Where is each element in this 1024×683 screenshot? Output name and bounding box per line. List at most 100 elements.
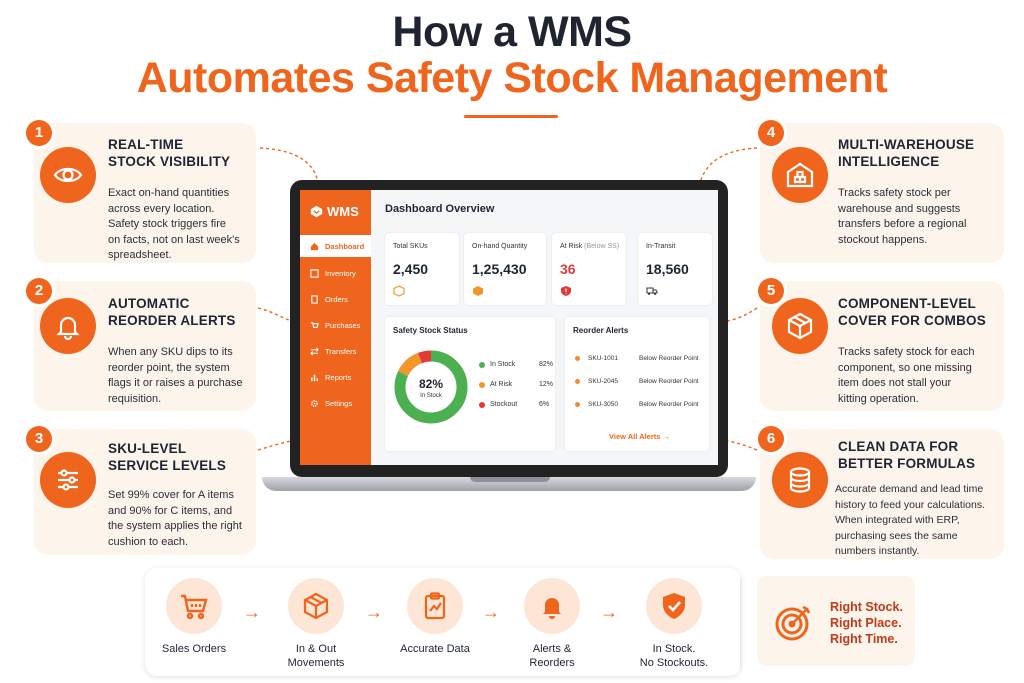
flow-step-label: Movements (287, 657, 345, 669)
flow-step-label: Sales Orders (161, 643, 227, 655)
stat-value: 18,560 (646, 261, 689, 277)
title-underline (464, 115, 558, 118)
cube-icon (473, 286, 483, 296)
flow-arrow: → (600, 602, 618, 622)
donut-center-value: 82% (418, 377, 444, 391)
feature-number-1: 1 (26, 120, 52, 146)
nav-label: Dashboard (325, 241, 365, 251)
nav-label: Transfers (325, 346, 357, 356)
home-icon (310, 242, 319, 250)
stat-in-transit: In-Transit 18,560 (637, 232, 713, 306)
reports-icon (311, 374, 318, 381)
feature-number-3: 3 (26, 426, 52, 452)
result-text: Right Stock.Right Place.Right Time. (830, 600, 903, 646)
nav-inventory[interactable]: Inventory (300, 262, 371, 284)
nav-orders[interactable]: Orders (300, 288, 371, 310)
transfer-icon (310, 347, 319, 355)
flow-arrow: → (243, 602, 261, 622)
box-icon (393, 285, 405, 297)
sliders-icon (40, 452, 96, 508)
donut-segment-stockout (394, 350, 468, 424)
stat-label: On-hand Quantity (472, 243, 528, 250)
truck-icon (646, 287, 658, 295)
reorder-alerts-title: Reorder Alerts (573, 326, 629, 335)
safety-stock-donut (394, 350, 468, 424)
dashboard-title: Dashboard Overview (385, 203, 495, 215)
safety-stock-title: Safety Stock Status (393, 326, 468, 335)
target-icon (775, 605, 811, 641)
alert-shield-icon (561, 286, 571, 296)
donut-center-label: In Stock (420, 393, 442, 399)
bell-icon (40, 298, 96, 354)
cart-icon (310, 321, 319, 328)
nav-settings[interactable]: Settings (300, 392, 371, 414)
flow-step-label: In & Out (295, 643, 337, 655)
nav-label: Settings (325, 398, 353, 408)
stat-label: In-Transit (646, 243, 676, 250)
flow-step-sales-orders: Sales Orders (144, 578, 244, 656)
stat-on-hand: On-hand Quantity 1,25,430 (463, 232, 547, 306)
feature-number-6: 6 (758, 426, 784, 452)
bell-icon (524, 578, 580, 634)
nav-label: Orders (325, 294, 348, 304)
flow-step-label: Alerts & (532, 643, 572, 655)
wms-brand-text: WMS (327, 204, 359, 219)
cart-icon (166, 578, 222, 634)
gear-icon (311, 399, 318, 407)
box-icon (772, 298, 828, 354)
nav-label: Reports (325, 372, 352, 382)
nav-purchases[interactable]: Purchases (300, 314, 371, 336)
nav-label: Inventory (325, 268, 356, 278)
laptop-notch (470, 477, 550, 482)
nav-reports[interactable]: Reports (300, 366, 371, 388)
flow-step-alerts-reorders: Alerts & Reorders (502, 578, 602, 670)
wms-logo: WMS (310, 204, 359, 219)
flow-step-label: Reorders (529, 657, 575, 669)
title-line-2: Automates Safety Stock Management (136, 54, 888, 102)
nav-label: Purchases (325, 320, 361, 330)
view-all-alerts-link[interactable]: View All Alerts → (609, 432, 670, 441)
stat-total-skus: Total SKUs 2,450 (384, 232, 460, 306)
stat-at-risk: At Risk (Below SS) 36 (551, 232, 627, 306)
flow-step-label: In Stock. (652, 643, 696, 655)
inventory-icon (310, 268, 319, 278)
stat-value: 1,25,430 (472, 261, 527, 277)
flow-arrow: → (482, 602, 500, 622)
orders-icon (311, 294, 318, 304)
flow-step-in-stock: In Stock.No Stockouts. (624, 578, 724, 670)
eye-icon (40, 147, 96, 203)
database-icon (772, 452, 828, 508)
stat-label: Total SKUs (393, 243, 428, 250)
shield-check-icon (646, 578, 702, 634)
nav-transfers[interactable]: Transfers (300, 340, 371, 362)
nav-dashboard[interactable]: Dashboard (300, 235, 371, 257)
warehouse-icon (772, 147, 828, 203)
flow-step-label: Accurate Data (400, 643, 470, 655)
laptop-base (262, 477, 756, 491)
stat-label: At Risk (Below SS) (560, 243, 620, 250)
stat-value: 2,450 (393, 261, 429, 277)
clipboard-icon (407, 578, 463, 634)
package-icon (288, 578, 344, 634)
flow-step-accurate-data: Accurate Data (385, 578, 485, 656)
flow-arrow: → (365, 602, 383, 622)
